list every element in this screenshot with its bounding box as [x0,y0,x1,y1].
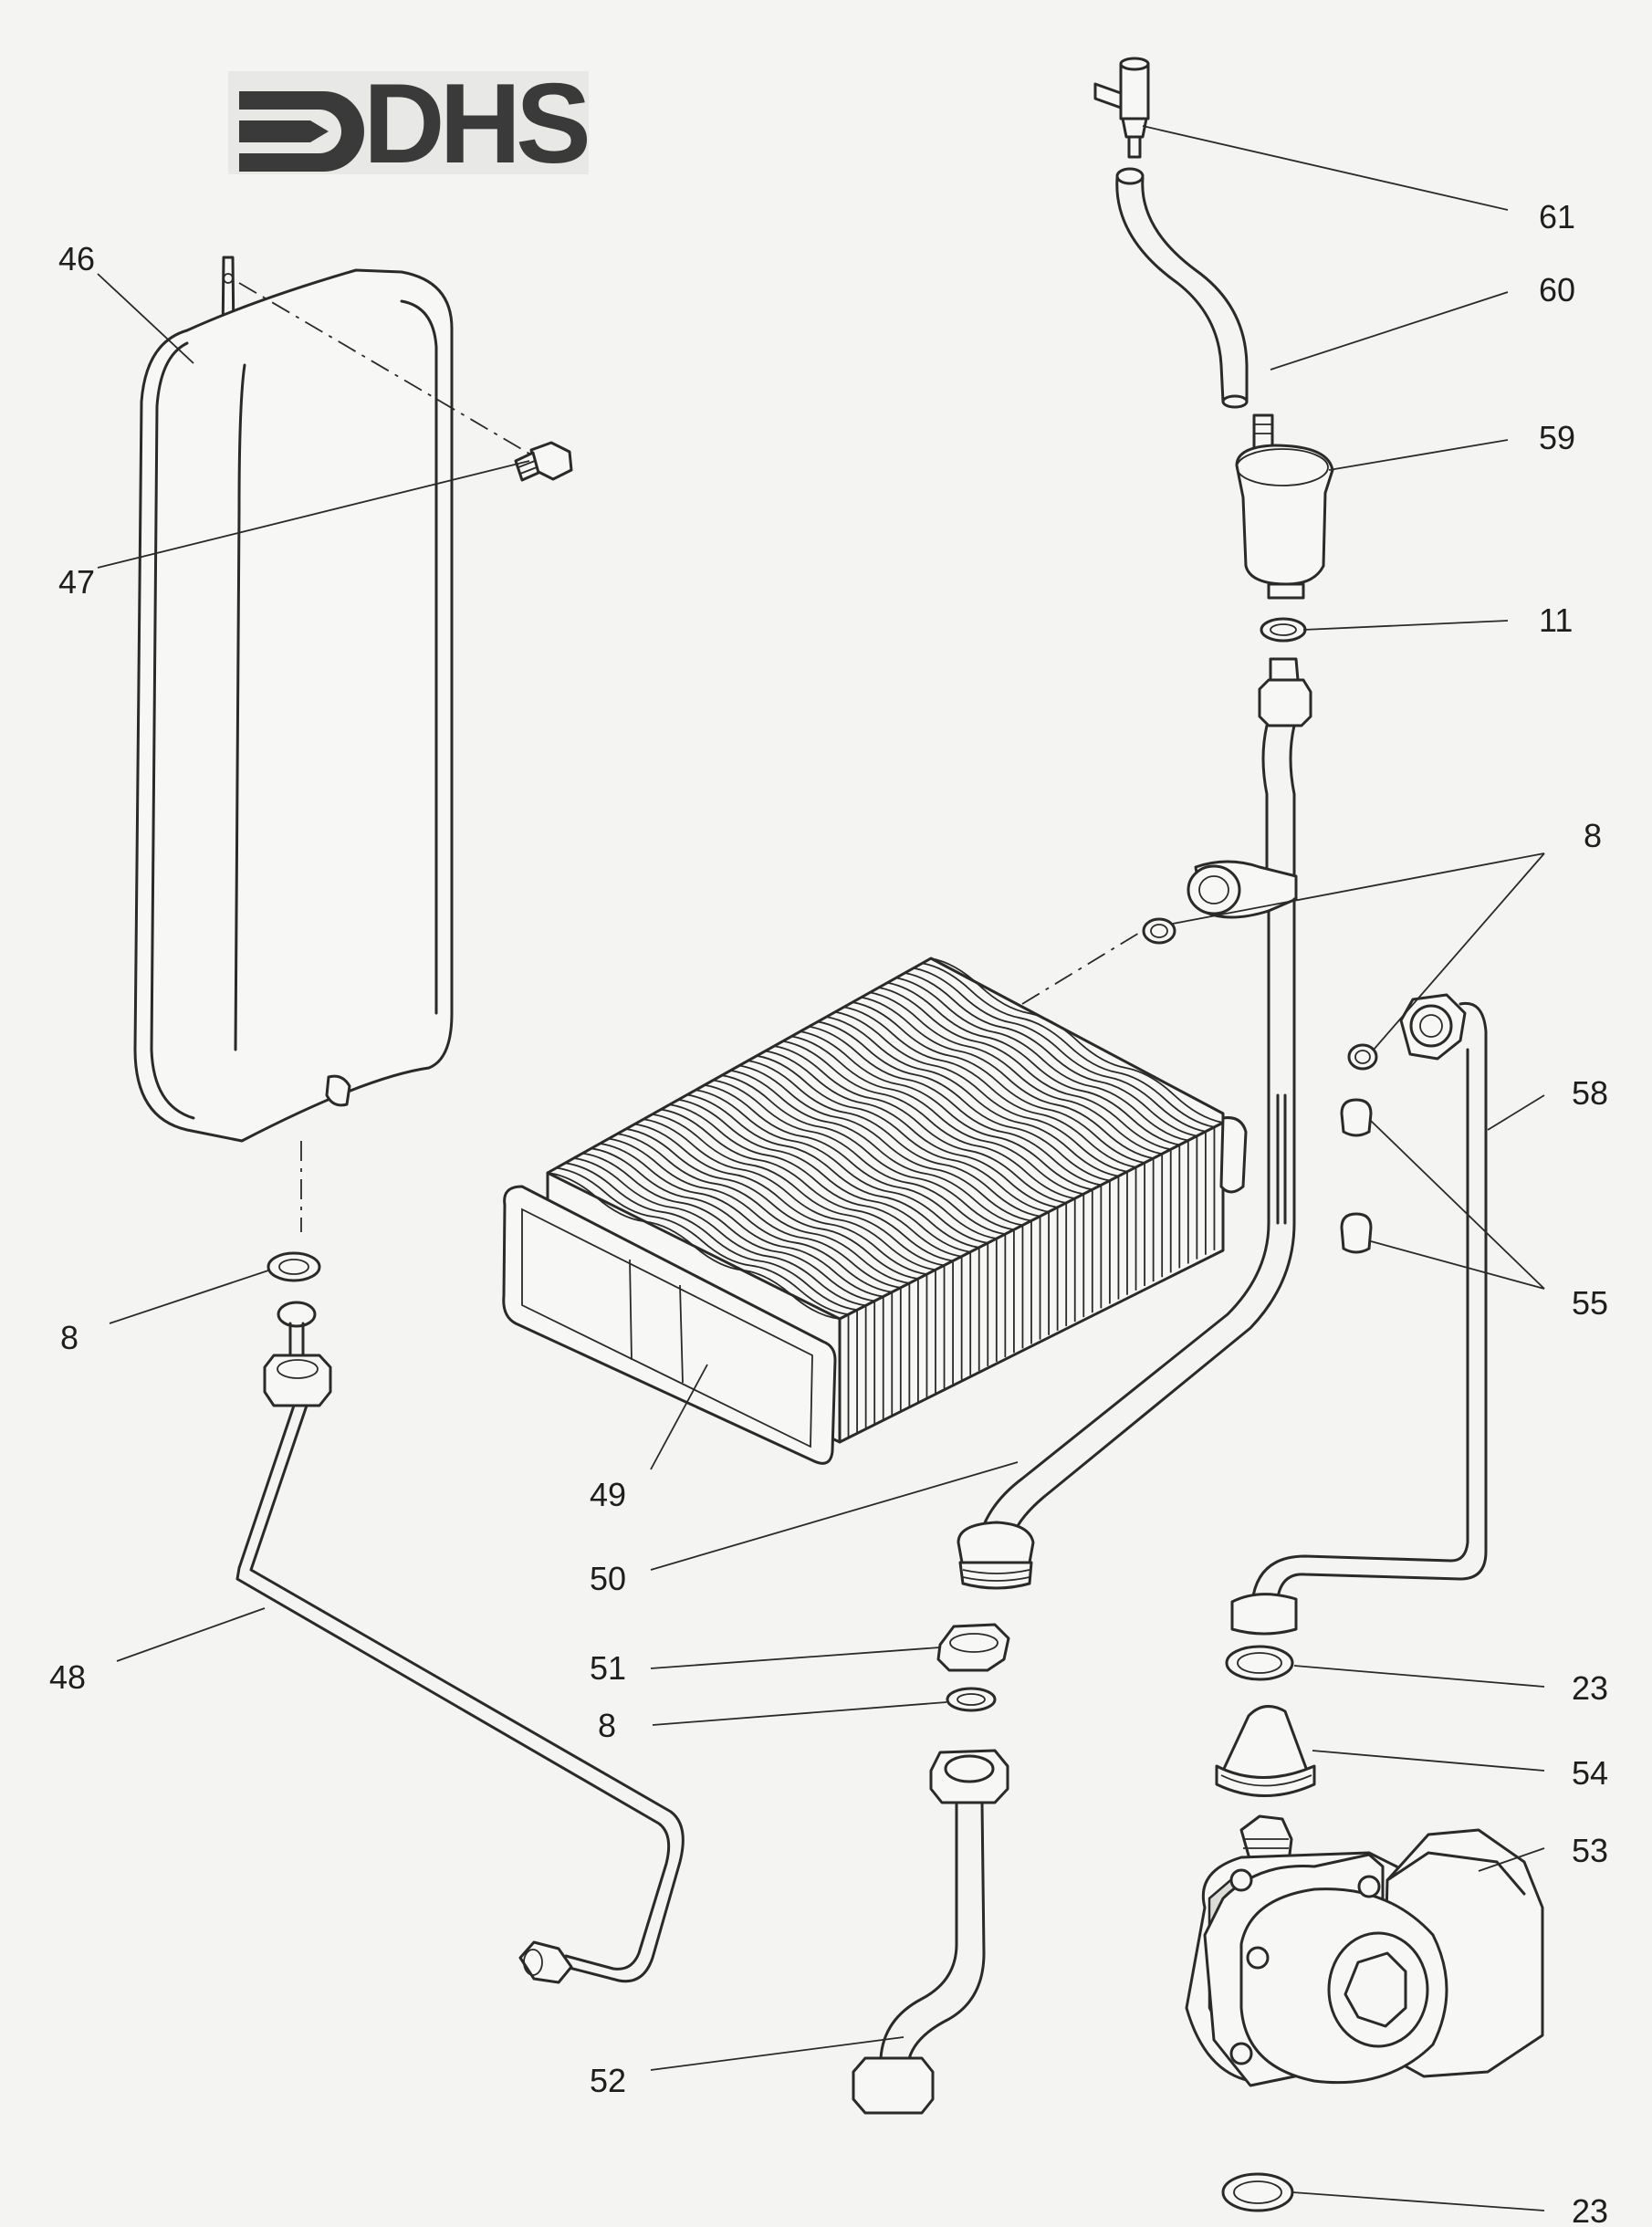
capillary-pipe [235,1404,685,1984]
air-vent-cap [1093,57,1150,159]
callout-8-left: 8 [60,1319,78,1356]
expansion-vessel [133,256,454,1143]
bypass-pipe [852,1749,1009,2115]
callout-53: 53 [1572,1832,1608,1869]
circulating-pump [1185,1814,1544,2087]
capillary-nut-top [263,1354,332,1407]
callout-52: 52 [590,2062,626,2099]
callout-61: 61 [1539,198,1575,235]
vessel-bolt [514,441,573,482]
washer-upper-a [1142,917,1176,945]
callout-50: 50 [590,1560,626,1597]
callout-60: 60 [1539,271,1575,308]
vent-hose [1115,167,1249,409]
callout-54: 54 [1572,1754,1608,1792]
return-pipe [1230,993,1488,1636]
callout-58: 58 [1572,1074,1608,1112]
callout-23-lower: 23 [1572,2192,1608,2227]
automatic-air-vent [1235,413,1334,600]
callout-47: 47 [58,563,95,601]
callout-labels: 61 60 59 11 46 47 8 58 55 49 50 51 8 23 … [49,198,1608,2227]
pipe-rod [1276,1093,1287,1225]
pipe-clip-upper [1340,1098,1373,1137]
washer-lower [946,1687,997,1712]
washer-23-upper [1225,1645,1294,1681]
non-return-valve [1215,1705,1316,1797]
flow-pipe [957,657,1312,1590]
locknut [936,1623,1010,1672]
heat-exchanger [502,957,1248,1465]
leader-lines [97,125,1545,2211]
pipe-clip-lower [1340,1212,1373,1254]
vessel-bolt-centerline [238,282,535,457]
callout-11: 11 [1539,601,1573,639]
flow-centerline [1021,921,1158,1005]
callout-55: 55 [1572,1284,1608,1322]
callout-59: 59 [1539,419,1575,456]
callout-51: 51 [590,1649,626,1687]
washer-left [267,1251,321,1282]
callout-49: 49 [590,1476,626,1513]
callout-48: 48 [49,1658,86,1696]
callout-46: 46 [58,240,95,277]
dhs-logo: DHS [228,61,592,187]
pin-valve [277,1301,317,1357]
callout-23-upper: 23 [1572,1669,1608,1707]
callout-8-lower: 8 [598,1707,616,1744]
washer-upper-b [1347,1043,1378,1071]
callout-8-upper: 8 [1584,817,1602,854]
washer-11 [1260,617,1307,643]
logo-text: DHS [363,61,587,187]
